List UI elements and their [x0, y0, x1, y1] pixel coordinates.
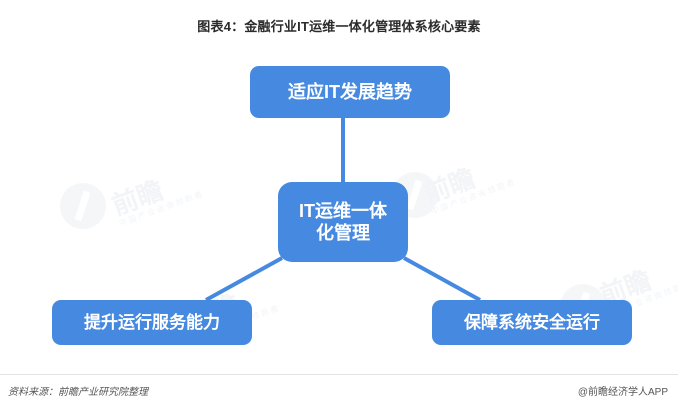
node-center[interactable]: IT运维一体 化管理 — [278, 182, 408, 262]
page-title: 图表4：金融行业IT运维一体化管理体系核心要素 — [197, 19, 481, 34]
node-center-label-line2: 化管理 — [316, 223, 370, 243]
brand-credit: @前瞻经济学人APP — [577, 387, 668, 398]
footer-divider — [0, 374, 678, 375]
node-top[interactable]: 适应IT发展趋势 — [250, 66, 450, 118]
node-bottom-right-label: 保障系统安全运行 — [464, 312, 600, 332]
node-center-label-line1: IT运维一体 — [299, 200, 387, 221]
edge-center-to-bottom-left — [205, 256, 283, 302]
edge-center-to-bottom-right — [403, 256, 481, 302]
node-bottom-left-label: 提升运行服务能力 — [84, 312, 220, 332]
node-top-label: 适应IT发展趋势 — [288, 81, 412, 102]
node-bottom-right[interactable]: 保障系统安全运行 — [432, 300, 632, 345]
node-center-label: IT运维一体 化管理 — [299, 200, 387, 245]
node-bottom-left[interactable]: 提升运行服务能力 — [52, 300, 252, 345]
source-note: 资料来源：前瞻产业研究院整理 — [8, 387, 148, 398]
